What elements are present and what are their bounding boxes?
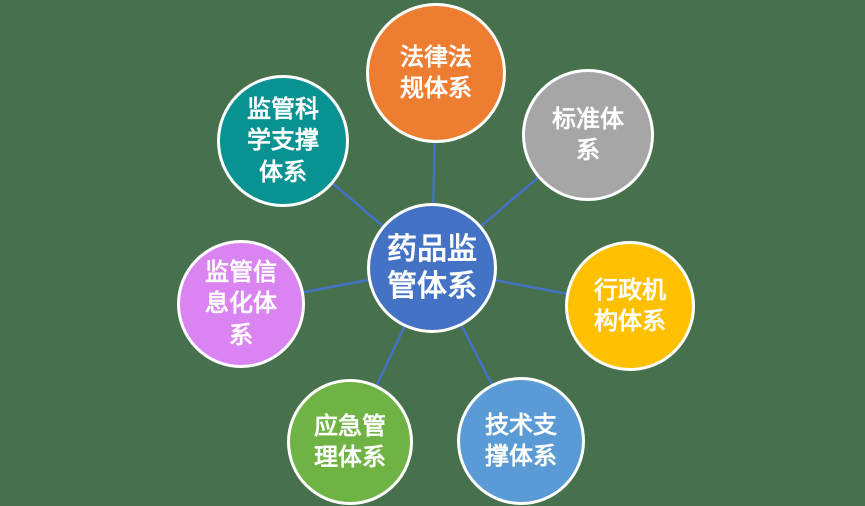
node-tech-support-system: 技术支 撑体系	[457, 377, 585, 505]
node-legal-system: 法律法 规体系	[366, 3, 506, 143]
node-admin-agency-system-label: 行政机 构体系	[594, 275, 666, 335]
node-info-system-label: 监管信 息化体 系	[205, 258, 277, 349]
node-drug-regulatory-system-center: 药品监 管体系	[367, 203, 497, 333]
node-regulatory-science-system-label: 监管科 学支撑 体系	[247, 95, 319, 186]
node-tech-support-system-label: 技术支 撑体系	[485, 410, 557, 470]
node-legal-system-label: 法律法 规体系	[400, 42, 472, 102]
node-emergency-mgmt-system: 应急管 理体系	[287, 379, 413, 505]
node-regulatory-science-system: 监管科 学支撑 体系	[217, 75, 349, 207]
node-admin-agency-system: 行政机 构体系	[565, 241, 695, 371]
node-emergency-mgmt-system-label: 应急管 理体系	[314, 411, 386, 471]
node-info-system: 监管信 息化体 系	[177, 240, 305, 368]
node-standards-system-label: 标准体 系	[552, 104, 624, 164]
node-drug-regulatory-system-center-label: 药品监 管体系	[387, 231, 477, 305]
node-standards-system: 标准体 系	[522, 69, 654, 201]
